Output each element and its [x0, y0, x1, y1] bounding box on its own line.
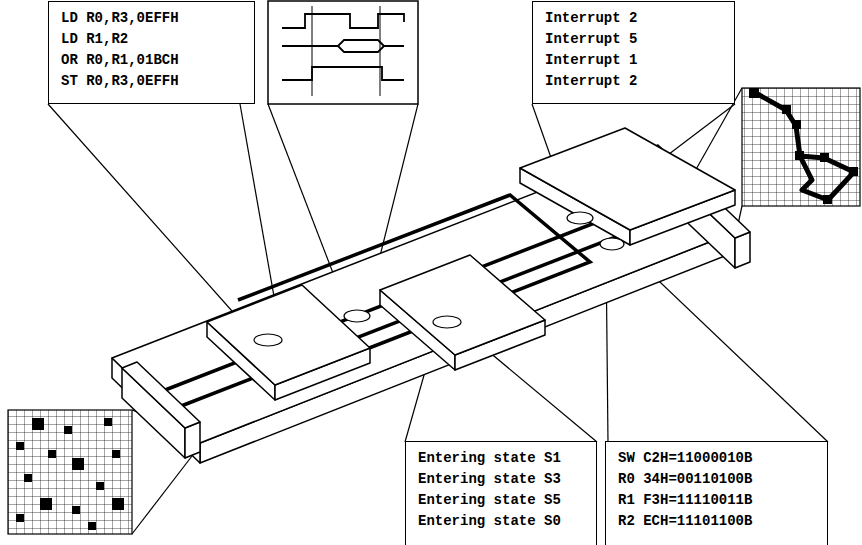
waveform-panel [268, 1, 418, 104]
text-line: LD R0,R3,0EFFH [61, 8, 242, 29]
text-line: Interrupt 2 [545, 8, 722, 29]
text-line: Interrupt 2 [545, 71, 722, 92]
text-line: Interrupt 1 [545, 50, 722, 71]
code-listing-box: LD R0,R3,0EFFHLD R1,R2OR R0,R1,01BCHST R… [48, 1, 255, 104]
probe-points [254, 212, 624, 346]
bitmap-scatter [8, 410, 132, 534]
register-dump-box: SW C2H=11000010BR0 34H=00110100BR1 F3H=1… [605, 441, 828, 545]
text-line: R0 34H=00110100B [618, 469, 815, 490]
state-log-box: Entering state S1Entering state S3Enteri… [405, 441, 597, 545]
text-line: R1 F3H=11110011B [618, 490, 815, 511]
text-line: Entering state S3 [418, 469, 584, 490]
text-line: Entering state S1 [418, 448, 584, 469]
text-line: R2 ECH=11101100B [618, 511, 815, 532]
interrupt-log-box: Interrupt 2Interrupt 5Interrupt 1Interru… [532, 1, 735, 104]
text-line: Entering state S5 [418, 490, 584, 511]
text-line: OR R0,R1,01BCH [61, 50, 242, 71]
text-line: SW C2H=11000010B [618, 448, 815, 469]
text-line: ST R0,R3,0EFFH [61, 71, 242, 92]
chips [207, 128, 735, 400]
bitmap-trace [742, 88, 860, 206]
text-line: LD R1,R2 [61, 29, 242, 50]
text-line: Interrupt 5 [545, 29, 722, 50]
text-line: Entering state S0 [418, 511, 584, 532]
